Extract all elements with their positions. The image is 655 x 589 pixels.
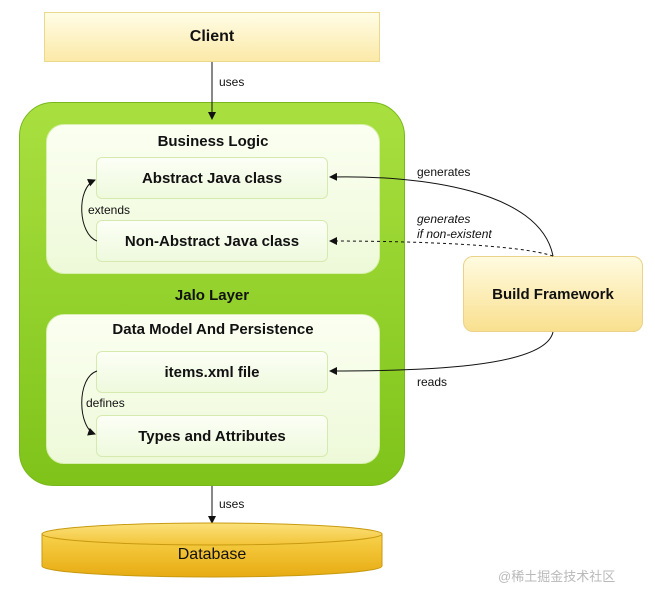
database-cylinder [41, 522, 383, 578]
reads-arrow [329, 331, 554, 375]
items-xml-file-label: items.xml file [164, 363, 260, 381]
uses-label-top: uses [219, 75, 245, 89]
reads-label: reads [417, 375, 448, 389]
non-abstract-java-class-box: Non-Abstract Java class [96, 220, 328, 262]
generates-arrow [329, 172, 554, 257]
data-model-title: Data Model And Persistence [112, 320, 314, 338]
generates-if-label-line1: generates [417, 212, 471, 226]
extends-label: extends [88, 203, 131, 217]
items-xml-file-box: items.xml file [96, 351, 328, 393]
abstract-java-class-label: Abstract Java class [141, 169, 283, 187]
types-and-attributes-label: Types and Attributes [138, 427, 286, 445]
abstract-java-class-box: Abstract Java class [96, 157, 328, 199]
generates-if-label-line2: if non-existent [417, 227, 492, 241]
generates-if-arrow [329, 237, 554, 257]
extends-arrow [81, 179, 98, 242]
build-framework-box: Build Framework [463, 256, 643, 332]
generates-label: generates [417, 165, 471, 179]
jalo-layer-label: Jalo Layer [174, 286, 250, 304]
uses-label-bottom: uses [219, 497, 245, 511]
watermark-text: @稀土掘金技术社区 [498, 569, 616, 584]
database-label: Database [177, 546, 247, 563]
client-label: Client [189, 28, 235, 45]
types-and-attributes-box: Types and Attributes [96, 415, 328, 457]
business-logic-title: Business Logic [157, 132, 269, 150]
build-framework-label: Build Framework [492, 285, 614, 303]
client-box: Client [44, 12, 380, 62]
defines-label: defines [86, 396, 125, 410]
defines-arrow [81, 370, 98, 436]
non-abstract-java-class-label: Non-Abstract Java class [124, 232, 300, 250]
